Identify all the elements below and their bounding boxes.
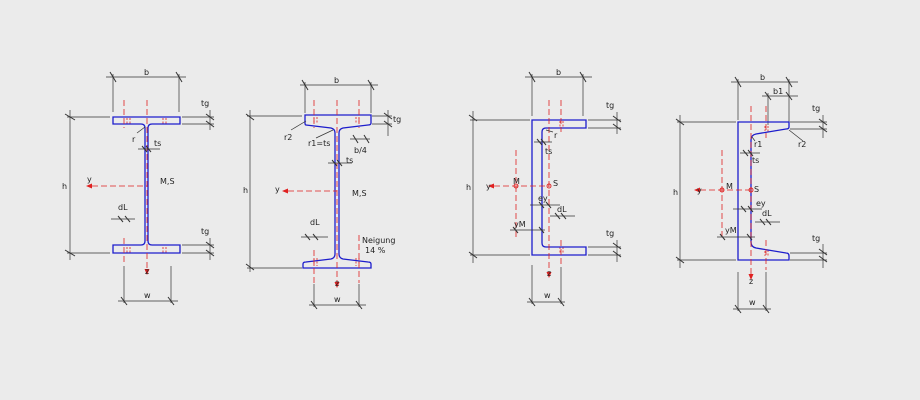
p4-w-label: w bbox=[749, 298, 756, 307]
p3-ts-label: ts bbox=[545, 147, 552, 156]
p3-tg-bot-label: tg bbox=[606, 229, 614, 238]
p3-z-label: z bbox=[547, 269, 551, 278]
profile-u-tapered: b b1 h tg bbox=[673, 73, 828, 314]
p3-ym-label: yM bbox=[514, 220, 526, 229]
p1-r-label: r bbox=[132, 135, 136, 144]
p2-w-label: w bbox=[334, 295, 341, 304]
p4-b-label: b bbox=[760, 73, 765, 82]
p4-m-label: M bbox=[726, 182, 733, 191]
p2-r1ts-label: r1=ts bbox=[308, 139, 330, 148]
p1-ms-label: M,S bbox=[160, 177, 175, 186]
p4-outline bbox=[737, 121, 790, 261]
p4-tg-bot-label: tg bbox=[812, 234, 820, 243]
p1-ts-label: ts bbox=[154, 139, 161, 148]
p1-z-label: z bbox=[145, 267, 149, 276]
p3-m-label: M bbox=[513, 177, 520, 186]
p4-dl-label: dL bbox=[762, 209, 772, 218]
p1-outline bbox=[112, 116, 181, 254]
p4-ts-label: ts bbox=[752, 156, 759, 165]
p2-outline bbox=[302, 114, 372, 269]
profile-i-tapered: b h tg r2 bbox=[243, 76, 401, 310]
p2-b4-label: b/4 bbox=[354, 146, 367, 155]
p3-b-label: b bbox=[556, 68, 561, 77]
p2-dl-label: dL bbox=[310, 218, 320, 227]
p3-outline bbox=[531, 119, 587, 256]
p1-y-label: y bbox=[87, 175, 92, 184]
p3-y-label: y bbox=[486, 182, 491, 191]
p2-percent-label: 14 % bbox=[365, 246, 386, 255]
p3-ey-label: ey bbox=[538, 194, 548, 203]
p4-r1-label: r1 bbox=[754, 140, 762, 149]
p2-ts-label: ts bbox=[346, 156, 353, 165]
p4-ey-label: ey bbox=[756, 199, 766, 208]
profile-i-parallel: b h tg bbox=[62, 68, 215, 306]
p2-tg-label: tg bbox=[393, 115, 401, 124]
p1-w-label: w bbox=[144, 291, 151, 300]
p4-y-label: y bbox=[697, 186, 702, 195]
profile-u-parallel: b h tg tg bbox=[466, 68, 622, 307]
p2-z-label: z bbox=[335, 279, 339, 288]
p2-neigung-label: Neigung bbox=[362, 236, 395, 245]
p3-tg-top-label: tg bbox=[606, 101, 614, 110]
p3-w-label: w bbox=[544, 291, 551, 300]
p2-ms-label: M,S bbox=[352, 189, 367, 198]
p4-r2-label: r2 bbox=[798, 140, 806, 149]
p2-r2-label: r2 bbox=[284, 133, 292, 142]
p2-y-label: y bbox=[275, 185, 280, 194]
p2-h-label: h bbox=[243, 186, 248, 195]
p4-s-label: S bbox=[754, 185, 759, 194]
p3-h-label: h bbox=[466, 183, 471, 192]
p3-s-label: S bbox=[553, 179, 558, 188]
p4-ym-label: yM bbox=[725, 226, 737, 235]
p4-tg-top-label: tg bbox=[812, 104, 820, 113]
p3-dl-label: dL bbox=[557, 205, 567, 214]
p3-r-label: r bbox=[554, 131, 558, 140]
p4-z-label: z bbox=[749, 277, 753, 286]
p1-b-label: b bbox=[144, 68, 149, 77]
p4-h-label: h bbox=[673, 188, 678, 197]
p4-b1-label: b1 bbox=[773, 87, 783, 96]
p1-tg-top-label: tg bbox=[201, 99, 209, 108]
p2-b-label: b bbox=[334, 76, 339, 85]
p1-h-label: h bbox=[62, 182, 67, 191]
p1-tg-bot-label: tg bbox=[201, 227, 209, 236]
p1-dl-label: dL bbox=[118, 203, 128, 212]
